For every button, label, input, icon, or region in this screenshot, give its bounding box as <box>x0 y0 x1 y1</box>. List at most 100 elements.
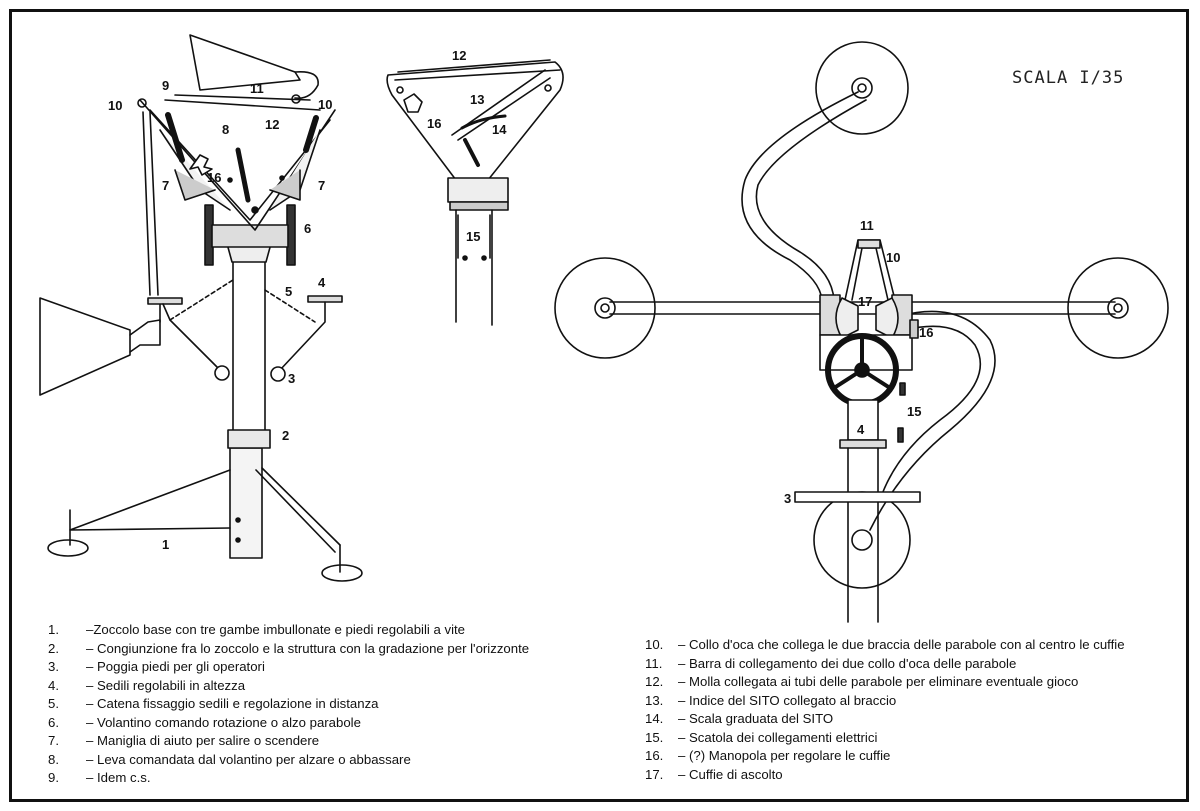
legend-item: 1. –Zoccolo base con tre gambe imbullonat… <box>48 621 608 640</box>
callout-12: 12 <box>265 117 279 132</box>
callout-9: 9 <box>162 78 169 93</box>
legend-item-text: – Volantino comando rotazione o alzo par… <box>86 714 361 730</box>
callout-1: 1 <box>162 537 169 552</box>
yoke-detail-callouts: 12 13 16 14 15 <box>427 48 507 244</box>
legend-item: 8. – Leva comandata dal volantino per alz… <box>48 751 608 770</box>
legend-item: 5. – Catena fissaggio sedili e regolazion… <box>48 695 608 714</box>
steering-wheel <box>825 333 899 407</box>
callout-3: 3 <box>784 491 791 506</box>
callout-11: 11 <box>860 218 874 233</box>
support-strut <box>142 111 151 296</box>
tripod-base <box>47 447 363 582</box>
callout-17: 17 <box>858 294 872 309</box>
callout-7: 7 <box>318 178 325 193</box>
legend-item-number: 10. <box>645 637 664 652</box>
callout-4: 4 <box>318 275 326 290</box>
legend-item-text: – Cuffie di ascolto <box>678 766 783 782</box>
legend-item-text: – (?) Manopola per regolare le cuffie <box>678 748 891 763</box>
front-view-callouts: 11 10 17 16 15 4 3 <box>784 218 933 506</box>
callout-16: 16 <box>427 116 441 131</box>
legend-item-text: – Scatola dei collegamenti elettrici <box>678 729 878 745</box>
legend-item-number: 3. <box>48 659 59 674</box>
legend-item: 2.– Congiunzione fra lo zoccolo e la str… <box>48 640 608 659</box>
legend-item: 6. – Volantino comando rotazione o alzo p… <box>48 714 608 733</box>
callout-3: 3 <box>288 371 295 386</box>
legend-left: 1. –Zoccolo base con tre gambe imbullonat… <box>48 621 608 788</box>
legend-item: 3. – Poggia piedi per gli operatori <box>48 658 608 677</box>
legend-item-number: 14. <box>645 711 664 726</box>
legend-item: 17. – Cuffie di ascolto <box>645 766 1185 785</box>
main-column <box>225 239 273 449</box>
callout-13: 13 <box>470 92 484 107</box>
callout-16: 16 <box>919 325 933 340</box>
legend-item-number: 17. <box>645 766 664 782</box>
legend-item: 7. – Maniglia di aiuto per salire o scend… <box>48 732 608 751</box>
callout-11: 11 <box>250 81 264 96</box>
drawing-frame <box>9 9 1189 802</box>
callout-10: 10 <box>886 250 900 265</box>
legend-item: 11. – Barra di collegamento dei due collo… <box>645 655 1185 674</box>
legend-item-text: – Molla collegata ai tubi delle parabole… <box>678 674 1079 689</box>
legend-item-number: 15. <box>645 729 664 745</box>
legend-item: 10. – Collo d'oca che collega le due brac… <box>645 636 1185 655</box>
legend-item-text: – Sedili regolabili in altezza <box>86 677 246 693</box>
legend-item-number: 4. <box>48 677 59 693</box>
callout-5: 5 <box>285 284 292 299</box>
legend-item-number: 1. <box>48 622 59 637</box>
legend-item-text: – Idem c.s. <box>86 770 151 785</box>
upper-horn <box>189 34 319 100</box>
callout-15: 15 <box>466 229 480 244</box>
legend-item: 9. – Idem c.s. <box>48 769 608 788</box>
front-view: 11 10 17 16 15 4 3 <box>554 41 1169 623</box>
callout-6: 6 <box>304 221 311 236</box>
legend-item-number: 6. <box>48 714 59 730</box>
legend-item-text: – Scala graduata del SITO <box>678 711 834 726</box>
legend-item: 4. – Sedili regolabili in altezza <box>48 677 608 696</box>
scale-label: SCALA I/35 <box>1012 68 1125 88</box>
callout-10: 10 <box>108 98 122 113</box>
callout-8: 8 <box>222 122 229 137</box>
lower-horn <box>39 297 161 396</box>
legend-item-number: 7. <box>48 733 59 748</box>
legend-item-text: – Poggia piedi per gli operatori <box>86 659 265 674</box>
legend-item-number: 13. <box>645 692 664 708</box>
legend-item-text: – Collo d'oca che collega le due braccia… <box>678 637 1125 652</box>
legend-item-text: – Catena fissaggio sedili e regolazione … <box>86 696 379 711</box>
legend-item-number: 16. <box>645 748 664 763</box>
front-column <box>794 382 921 623</box>
callout-14: 14 <box>492 122 507 137</box>
legend-item-number: 12. <box>645 674 664 689</box>
headset-assembly <box>819 239 919 371</box>
legend-right: 10. – Collo d'oca che collega le due brac… <box>645 636 1185 784</box>
legend-item-text: –Zoccolo base con tre gambe imbullonate … <box>86 622 465 637</box>
yoke-detail-view: 12 13 16 14 15 <box>386 48 564 326</box>
horn-discs <box>554 41 1169 589</box>
callout-15: 15 <box>907 404 921 419</box>
handwheel <box>204 204 296 266</box>
support-strut <box>149 111 159 296</box>
legend-item-number: 5. <box>48 696 59 711</box>
legend-item: 16. – (?) Manopola per regolare le cuffie <box>645 747 1185 766</box>
legend-item-text: – Barra di collegamento dei due collo d'… <box>678 655 1017 671</box>
callout-7: 7 <box>162 178 169 193</box>
operator-seats <box>147 279 343 382</box>
callout-12: 12 <box>452 48 466 63</box>
legend-item-text: – Leva comandata dal volantino per alzar… <box>86 751 411 767</box>
legend-item-number: 8. <box>48 751 59 767</box>
legend-item-number: 2. <box>48 640 59 656</box>
callout-16: 16 <box>207 170 221 185</box>
legend-item-number: 11. <box>645 655 663 671</box>
legend-item: 12. – Molla collegata ai tubi delle parab… <box>645 673 1185 692</box>
legend-item: 14. – Scala graduata del SITO <box>645 710 1185 729</box>
callout-4: 4 <box>857 422 865 437</box>
side-view: 9 11 10 10 8 12 16 7 7 6 4 5 3 2 1 <box>39 34 363 582</box>
legend-item-text: – Maniglia di aiuto per salire o scender… <box>86 733 320 748</box>
legend-item: 15. – Scatola dei collegamenti elettrici <box>645 729 1185 748</box>
callout-2: 2 <box>282 428 289 443</box>
side-view-callouts: 9 11 10 10 8 12 16 7 7 6 4 5 3 2 1 <box>108 78 332 552</box>
yoke-arms <box>137 94 336 231</box>
legend-item-text: – Indice del SITO collegato al braccio <box>678 692 897 708</box>
legend-item-number: 9. <box>48 770 59 785</box>
legend-item: 13. – Indice del SITO collegato al bracci… <box>645 692 1185 711</box>
